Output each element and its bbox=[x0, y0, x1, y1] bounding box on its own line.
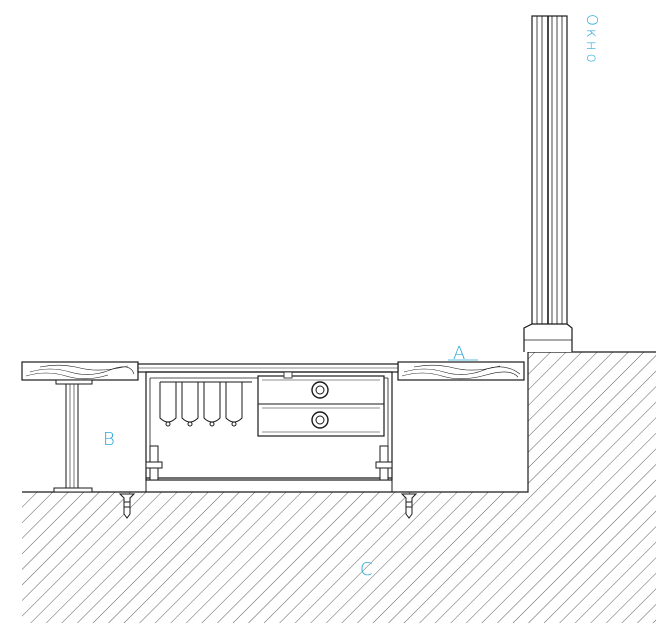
heat-exchanger-fins bbox=[159, 381, 252, 427]
concrete-base bbox=[22, 351, 656, 623]
floor-board-left bbox=[21, 361, 139, 381]
floor-board-right bbox=[397, 361, 525, 381]
label-c: C bbox=[360, 559, 373, 580]
floor-pedestal bbox=[53, 379, 93, 493]
adjustable-feet bbox=[145, 445, 393, 492]
label-a: A bbox=[453, 343, 466, 364]
label-b: B bbox=[103, 429, 115, 450]
anchor-screws bbox=[118, 493, 418, 519]
label-window: Окно bbox=[583, 14, 601, 66]
pipe-connector-box bbox=[257, 371, 385, 437]
window-frame bbox=[523, 15, 573, 352]
